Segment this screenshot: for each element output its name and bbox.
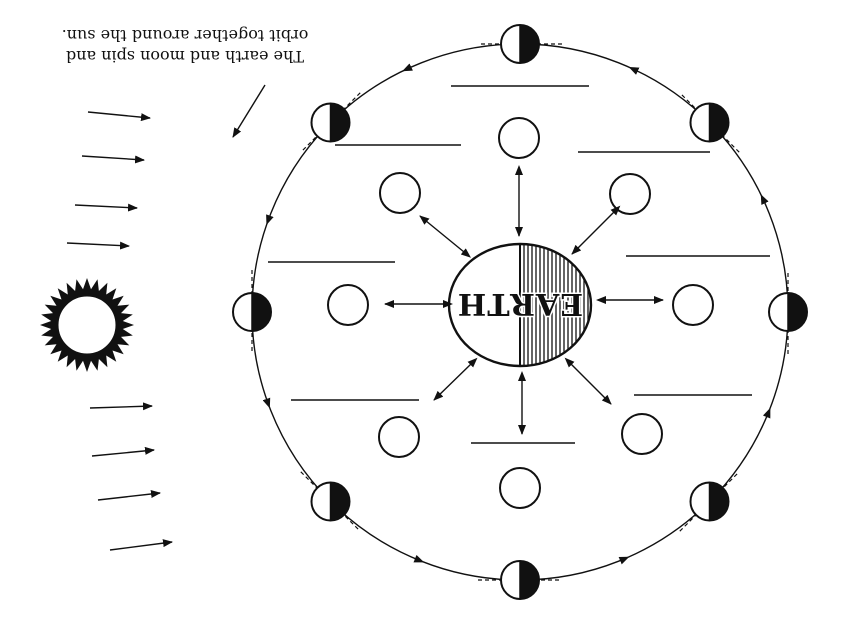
moon-dark-half <box>520 561 539 599</box>
caption-pointer-arrow <box>232 84 266 138</box>
earth-moon-arrow <box>419 215 471 258</box>
moon-dark-half <box>330 103 350 142</box>
earth-moon-arrow <box>564 357 612 405</box>
moon-phase-blank-circle <box>378 416 420 458</box>
sunlight-arrow <box>81 155 145 164</box>
orbit-moon <box>478 24 562 64</box>
caption: The earth and moon spin and orbit togeth… <box>62 26 309 66</box>
sunlight-arrow <box>66 241 130 250</box>
sunlight-arrow <box>97 490 161 501</box>
moon-dark-half <box>330 482 350 521</box>
sun-icon <box>40 278 134 372</box>
sunlight-arrow <box>87 111 151 122</box>
orbit-moon <box>232 270 272 354</box>
moon-dark-half <box>520 25 539 63</box>
moon-phase-blank-circle <box>499 467 541 509</box>
earth-moon-arrow <box>571 205 621 255</box>
earth-moon-arrow <box>433 357 478 401</box>
orbit-moon <box>768 270 808 354</box>
sunlight-arrow <box>109 539 173 551</box>
orbit-moon <box>300 471 361 532</box>
moon-dark-half <box>709 482 729 521</box>
moon-phase-blank-circle <box>672 284 714 326</box>
moon-phase-blank-circle <box>379 172 421 214</box>
sunlight-arrows <box>66 111 173 551</box>
orbit-moon <box>300 92 361 153</box>
phase-answer-area <box>268 85 770 509</box>
moon-phase-blank-circle <box>327 284 369 326</box>
orbit-moon-positions <box>232 24 808 600</box>
moon-phase-blank-circle <box>609 173 651 215</box>
sun-disk <box>55 293 119 357</box>
moon-dark-half <box>252 293 271 331</box>
orbit-moon <box>679 92 740 153</box>
earth-icon: EARTH <box>447 242 593 368</box>
earth-label: EARTH <box>457 286 583 321</box>
orbit-moon <box>679 471 740 532</box>
caption-line-2: orbit together around the sun. <box>62 26 309 45</box>
moon-phase-blank-circle <box>621 413 663 455</box>
moon-dark-half <box>788 293 807 331</box>
sunlight-arrow <box>91 446 155 457</box>
caption-line-1: The earth and moon spin and <box>66 47 304 66</box>
sunlight-arrow <box>89 402 153 411</box>
sunlight-arrow <box>74 203 138 212</box>
orbit-moon <box>478 560 562 600</box>
moon-dark-half <box>709 103 729 142</box>
moon-phase-blank-circle <box>498 117 540 159</box>
